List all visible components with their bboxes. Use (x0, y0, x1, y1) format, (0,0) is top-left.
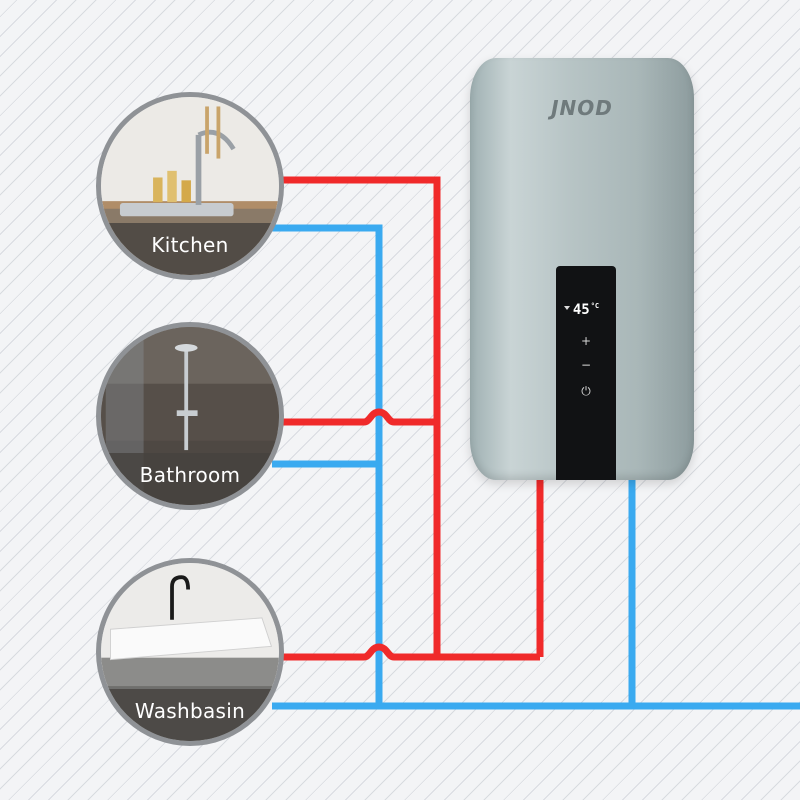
control-panel: 45°C + − ⏻ (556, 266, 616, 480)
room-washbasin: Washbasin (96, 558, 284, 746)
plus-button[interactable]: + (580, 334, 592, 348)
temp-indicator-icon (564, 306, 570, 310)
minus-button[interactable]: − (580, 358, 592, 372)
room-kitchen: Kitchen (96, 92, 284, 280)
room-bathroom: Bathroom (96, 322, 284, 510)
temperature-unit: °C (590, 302, 600, 310)
cold-pipe-kitchen (272, 224, 383, 706)
brand-logo: JNOD (551, 96, 613, 120)
power-button[interactable]: ⏻ (581, 384, 591, 398)
room-label-washbasin: Washbasin (101, 689, 279, 741)
hot-pipe-washbasin (272, 643, 540, 661)
hot-pipe-kitchen (272, 176, 441, 657)
room-label-kitchen: Kitchen (101, 223, 279, 275)
hot-pipe-bathroom (272, 408, 437, 426)
temperature-display: 45°C (556, 302, 616, 318)
room-label-bathroom: Bathroom (101, 453, 279, 505)
temperature-value: 45 (572, 302, 590, 318)
water-heater: JNOD 45°C + − ⏻ (470, 58, 694, 480)
